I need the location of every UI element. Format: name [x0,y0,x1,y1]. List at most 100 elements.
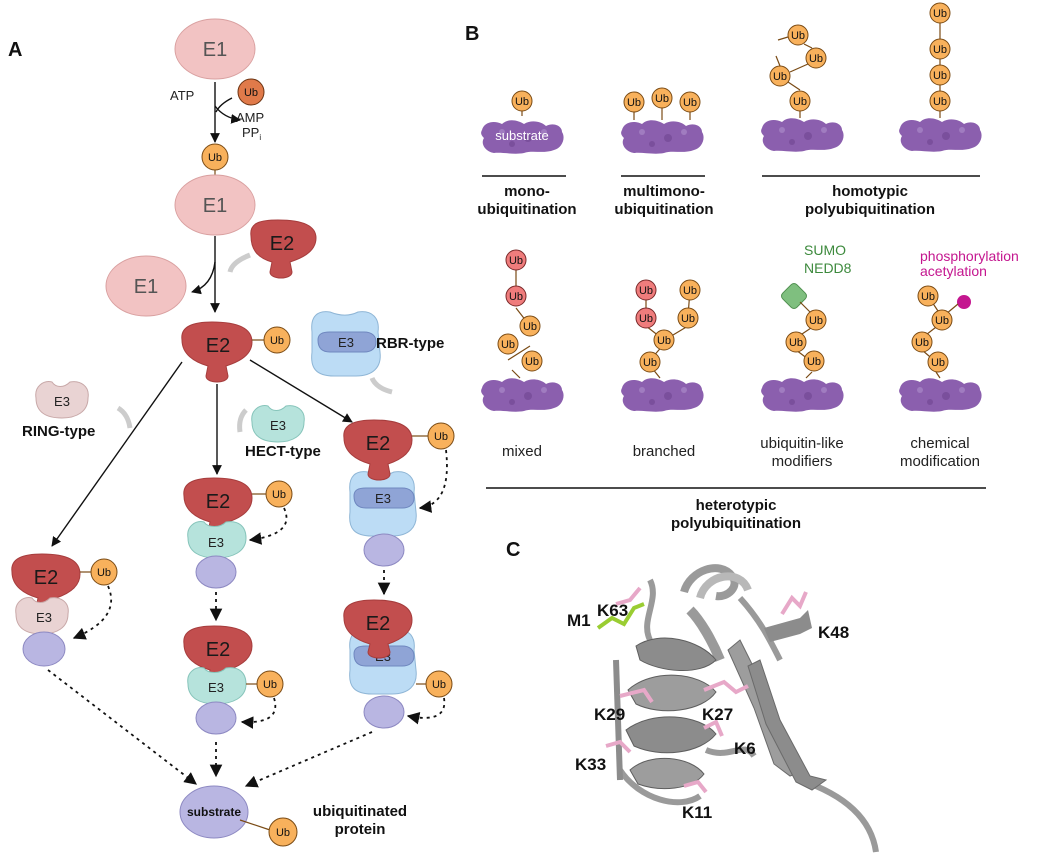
svg-text:Ub: Ub [276,827,290,839]
arrow-rbr-to-product [244,731,373,788]
ub-free: Ub [237,78,265,106]
svg-text:Ub: Ub [509,255,523,267]
svg-text:Ub: Ub [643,357,657,369]
svg-text:Ub: Ub [681,313,695,325]
ring-type-label: RING-type [22,423,95,440]
svg-text:Ub: Ub [627,97,641,109]
e3-rbr-free: E3 [311,311,381,377]
svg-text:Ub: Ub [244,87,258,99]
svg-text:Ub: Ub [270,335,284,347]
svg-text:Ub: Ub [272,489,286,501]
svg-text:E1: E1 [203,195,227,217]
e1-enzyme-top: E1 [174,18,256,80]
panel-label-a: A [8,39,22,61]
substrate-label: substrate [495,128,548,143]
e3-ring-free: E3 [35,381,89,419]
svg-text:Ub: Ub [935,315,949,327]
rbr-type-label: RBR-type [376,335,444,352]
k63-label: K63 [597,601,628,620]
arrow-ring-to-product [47,669,197,785]
svg-text:Ub: Ub [933,44,947,56]
branched-chain: Ub Ub Ub Ub Ub Ub [621,279,704,412]
arrow-to-ring [51,361,183,547]
e1-label: E1 [203,39,227,61]
homotypic-chain-k48: Ub Ub Ub Ub [761,24,844,152]
hect-complex-1: E2 E3 Ub [183,477,293,589]
ubiquitinated-substrate: substrate Ub [179,785,298,847]
arrow-e1-release [191,261,216,295]
svg-text:Ub: Ub [525,356,539,368]
arrow-rbr-load [418,449,448,513]
svg-text:Ub: Ub [515,96,529,108]
svg-text:Ub: Ub [208,152,222,164]
svg-text:E2: E2 [270,233,294,255]
svg-text:E2: E2 [366,613,390,635]
svg-text:Ub: Ub [655,93,669,105]
svg-text:E3: E3 [36,610,52,625]
svg-text:Ub: Ub [683,97,697,109]
svg-text:E2: E2 [206,335,230,357]
e3-hect-free: E3 [251,405,305,443]
svg-text:Ub: Ub [683,285,697,297]
e2-enzyme-free: E2 [250,219,317,279]
svg-text:substrate: substrate [187,805,241,819]
k29-label: K29 [594,705,625,724]
amp-label: AMP [236,110,264,125]
k11-label: K11 [682,803,712,822]
sumo-label: SUMO [804,242,846,258]
acetylation-label: acetylation [920,263,987,279]
k27-label: K27 [702,705,733,724]
mixed-label: mixed [502,443,542,460]
ppi-label: PPi [242,125,261,142]
e1-enzyme-released: E1 [105,255,187,317]
svg-text:Ub: Ub [921,291,935,303]
svg-text:Ub: Ub [793,96,807,108]
svg-text:E2: E2 [366,433,390,455]
branched-label: branched [633,443,696,460]
arrow-amp-release [214,105,241,124]
svg-text:Ub: Ub [809,315,823,327]
mixed-chain: Ub Ub Ub Ub Ub [481,249,564,412]
multimono-ubiquitination-label: multimono-ubiquitination [614,183,713,218]
ub-on-e1: Ub [201,143,229,171]
panel-label-b: B [465,23,479,45]
homotypic-chain-k63: Ub Ub Ub Ub [899,2,982,152]
svg-text:Ub: Ub [791,30,805,42]
svg-text:Ub: Ub [933,70,947,82]
svg-text:Ub: Ub [263,679,277,691]
svg-text:E3: E3 [208,680,224,695]
ubiquitin-ribbon-structure [596,564,879,853]
mono-ubiquitination-schematic: substrate Ub [481,90,564,154]
arrow-ring-transfer [72,585,113,640]
arrow-to-rbr [249,359,353,423]
nedd8-label: NEDD8 [804,260,852,276]
panel-label-c: C [506,539,520,561]
svg-text:Ub: Ub [933,96,947,108]
svg-text:E2: E2 [206,639,230,661]
svg-text:E3: E3 [375,491,391,506]
svg-text:Ub: Ub [931,357,945,369]
m1-label: M1 [567,611,591,630]
svg-text:Ub: Ub [809,53,823,65]
svg-text:E3: E3 [208,535,224,550]
svg-text:Ub: Ub [523,321,537,333]
e1-enzyme-charged: E1 [174,174,256,236]
svg-text:Ub: Ub [773,71,787,83]
svg-text:Ub: Ub [97,567,111,579]
ubl-modified-chain: Ub Ub Ub [761,283,844,412]
multimono-ubiquitination-schematic: Ub Ub Ub [621,87,704,154]
svg-text:Ub: Ub [501,339,515,351]
k33-label: K33 [575,755,606,774]
k48-label: K48 [818,623,849,642]
arrow-hect-transfer [240,697,277,729]
phosphorylation-label: phosphorylation [920,248,1019,264]
svg-text:Ub: Ub [789,337,803,349]
svg-text:Ub: Ub [933,8,947,20]
e2-ub-conjugate: E2 Ub [181,321,291,383]
